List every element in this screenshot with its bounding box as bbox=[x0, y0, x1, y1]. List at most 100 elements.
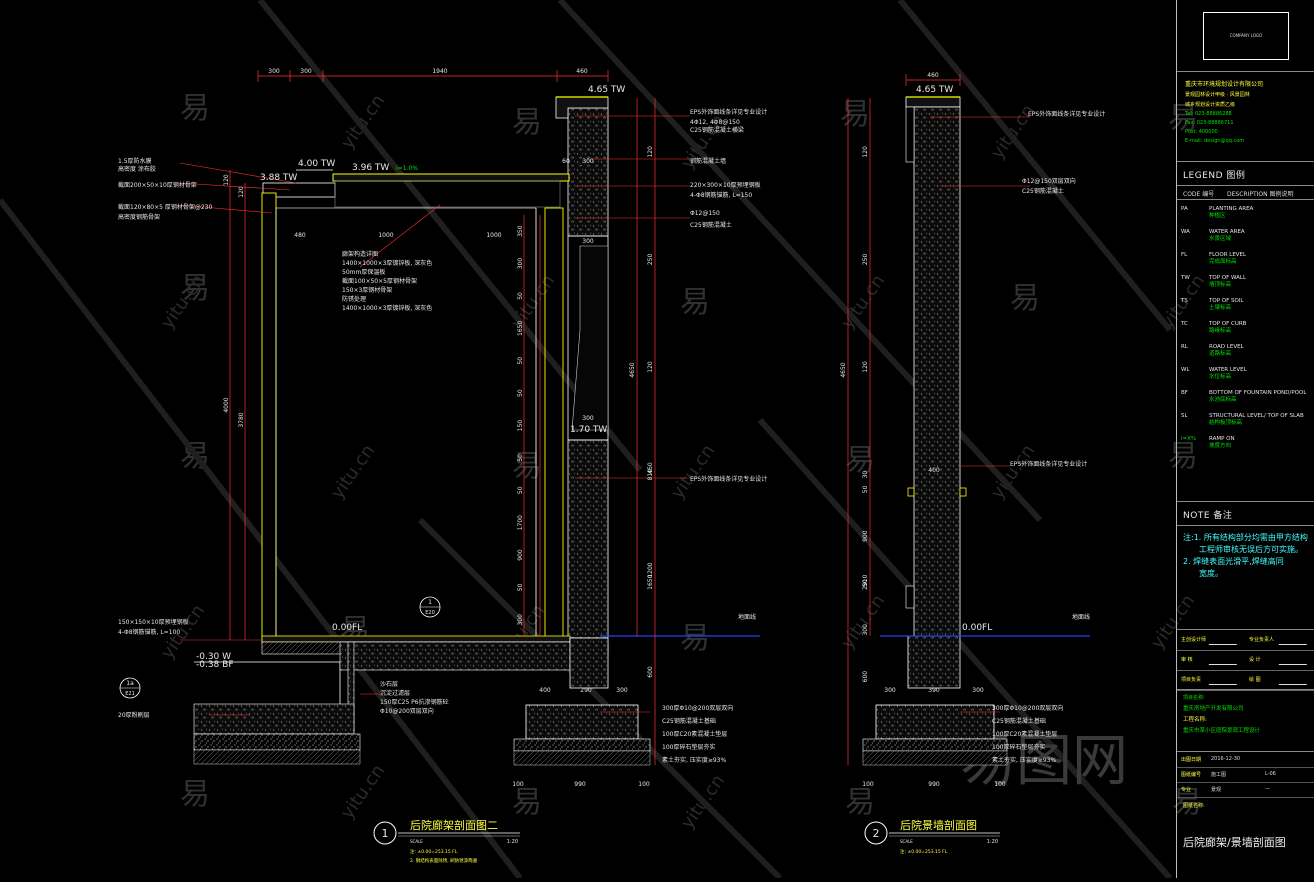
watermark-en: yitu.cn bbox=[667, 441, 719, 503]
base-dimension: 990 bbox=[928, 781, 940, 788]
vert-dimension: 1700 bbox=[517, 515, 524, 530]
legend-cn: 道路标高 bbox=[1209, 351, 1232, 357]
logo-box: COMPANY LOGO bbox=[1203, 12, 1289, 60]
rib-dimension: 300 bbox=[582, 238, 594, 245]
vert-dimension: 450 bbox=[647, 462, 654, 474]
beam-dimension: 480 bbox=[294, 232, 306, 239]
legend-en: FLOOR LEVEL bbox=[1209, 252, 1247, 258]
legend-cn: 水池底标高 bbox=[1209, 397, 1237, 403]
signature-stroke bbox=[1208, 672, 1242, 685]
watermark-cn: 易 bbox=[680, 285, 710, 320]
legend-cn: 墙顶标高 bbox=[1209, 282, 1232, 288]
elevation-label: 4.65 TW bbox=[916, 85, 953, 95]
leader-note: EPS外饰面线条详见专业设计 bbox=[690, 108, 767, 116]
logo-cell: COMPANY LOGO bbox=[1177, 0, 1314, 72]
info-value: 2016-12-30 bbox=[1211, 756, 1241, 762]
notes-list: 注:1. 所有结构部分均需由甲方结构工程师审核无误后方可实施。2. 焊缝表面光滑… bbox=[1183, 532, 1311, 580]
leader-note: EPS外饰面线条详见专业设计 bbox=[1010, 460, 1087, 468]
leader-note: 素土夯实, 压实度≥93% bbox=[992, 756, 1056, 764]
vert-dimension: 1650 bbox=[517, 321, 524, 336]
legend-code: WL bbox=[1181, 367, 1190, 373]
legend-code: WA bbox=[1181, 229, 1190, 235]
scale-label: SCALE bbox=[410, 839, 423, 844]
watermark-cn: 易 bbox=[512, 785, 542, 820]
vert-dimension: 30 bbox=[862, 471, 869, 479]
legend-en: BOTTOM OF FOUNTAIN POND/POOL bbox=[1209, 390, 1307, 396]
elevation-label: 1.70 TW bbox=[570, 425, 607, 435]
section-number: 1 bbox=[382, 827, 389, 840]
vert-dimension: 4650 bbox=[840, 362, 847, 377]
project-line: 重庆市某小区庭院景观工程设计 bbox=[1183, 728, 1261, 734]
base-dimension: 100 bbox=[638, 781, 650, 788]
leader-note: 220×300×10厚预埋钢板 bbox=[690, 181, 761, 189]
leader-note: 1.5厚防水膜 bbox=[118, 157, 152, 165]
leader-note: 150厚C25 P6抗渗钢筋砼 bbox=[380, 698, 449, 706]
watermark-stripe bbox=[417, 517, 783, 881]
signature-row: 主创设计师 专业负责人 bbox=[1177, 630, 1314, 651]
legend-header: LEGEND 图例 bbox=[1183, 171, 1246, 181]
signature-role: 主创设计师 bbox=[1181, 637, 1207, 643]
signature-stroke bbox=[1278, 672, 1312, 685]
watermark-cn: 易 bbox=[180, 777, 210, 812]
legend-en: TOP OF SOIL bbox=[1209, 298, 1244, 304]
legend-code: TW bbox=[1181, 275, 1190, 281]
vert-dimension: 120 bbox=[238, 186, 245, 198]
drawing-note: 注: ±0.00=253.15 FL bbox=[900, 848, 948, 855]
vert-dimension: 350 bbox=[517, 225, 524, 237]
vert-dimension: 50 bbox=[862, 579, 869, 587]
watermark-cn: 易 bbox=[180, 91, 210, 126]
watermark-en: yitu.cn bbox=[327, 441, 379, 503]
bottom-dimension: 290 bbox=[580, 687, 592, 694]
top-dimension: 1940 bbox=[432, 68, 447, 75]
drawing-note: 注: ±0.00=253.15 FL bbox=[410, 848, 458, 855]
legend-code: FL bbox=[1181, 252, 1188, 258]
project-line: 工程名称: bbox=[1183, 717, 1207, 723]
legend-en: WATER AREA bbox=[1209, 229, 1245, 235]
sheet-title: 后院廊架/景墙剖面图 bbox=[1183, 836, 1286, 849]
info-key: 出图日期 bbox=[1181, 757, 1202, 763]
leader-note: 20厚粉刷层 bbox=[118, 711, 150, 719]
legend-en: ROAD LEVEL bbox=[1209, 344, 1244, 350]
vert-dimension: 50 bbox=[517, 357, 524, 365]
vert-dimension: 4650 bbox=[629, 362, 636, 377]
signature-role: 专业负责人 bbox=[1249, 637, 1275, 643]
slope-label: i=1.0% bbox=[396, 165, 418, 172]
leader-note: Φ12@150双层双向 bbox=[1022, 177, 1076, 185]
leader-note: Φ10@200双层双向 bbox=[380, 707, 434, 715]
signature-stroke bbox=[1208, 632, 1242, 645]
elevation-label: 0.00FL bbox=[962, 623, 992, 633]
leader-note: 沉淀过滤层 bbox=[380, 689, 410, 697]
watermark-stripe bbox=[897, 0, 1173, 332]
legend-cn: 完成面标高 bbox=[1209, 259, 1237, 265]
rib-dimension: 60 bbox=[562, 158, 570, 165]
legend-columns: CODE 编号 DESCRIPTION 图例说明 bbox=[1177, 186, 1314, 200]
leader-note: 300厚Φ10@200双层双向 bbox=[992, 704, 1063, 712]
logo-box-text: COMPANY LOGO bbox=[1229, 33, 1263, 38]
leader-note: 100厚C20素混凝土垫层 bbox=[992, 730, 1057, 738]
scale-value: 1:20 bbox=[507, 839, 518, 845]
leader-note: 廊架构造详图 bbox=[342, 250, 378, 258]
company-line: Post: 400000 bbox=[1185, 129, 1218, 135]
vert-dimension: 810 bbox=[647, 469, 654, 481]
leader-note: EPS外饰面线条详见专业设计 bbox=[690, 475, 767, 483]
watermark-cn: 易 bbox=[1010, 281, 1040, 316]
vert-dimension: 250 bbox=[862, 253, 869, 265]
watermark-cn: 易 bbox=[1172, 785, 1202, 820]
leader-note: 高密度钢筋骨架 bbox=[118, 213, 160, 221]
vert-dimension: 50 bbox=[517, 389, 524, 397]
rib-dimension: 300 bbox=[582, 415, 594, 422]
vert-dimension: 50 bbox=[517, 454, 524, 462]
watermark-cn: 易 bbox=[680, 621, 710, 656]
company-line: 城乡规划设计资质乙级 bbox=[1185, 102, 1236, 108]
info-value-2: — bbox=[1265, 786, 1270, 792]
legend-cn: 水景区域 bbox=[1209, 236, 1232, 242]
